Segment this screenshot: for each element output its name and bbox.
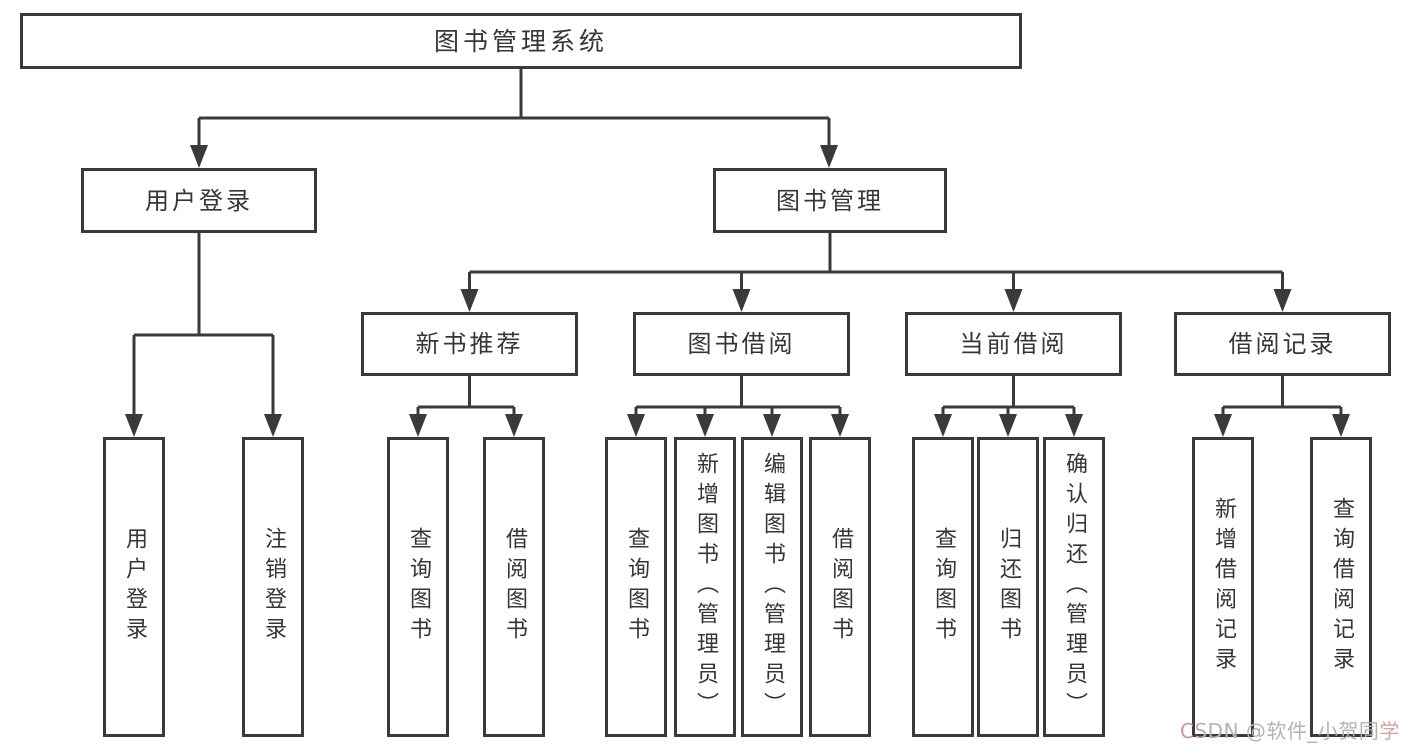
leaf-query-books-borrowing: 查询图书 xyxy=(605,437,667,737)
node-label: 图书管理系统 xyxy=(433,26,608,56)
watermark-text-first: C xyxy=(1180,719,1195,743)
node-label: 编辑图书（管理员） xyxy=(760,452,785,722)
leaf-confirm-return-admin: 确认归还（管理员） xyxy=(1043,437,1105,737)
leaf-logout: 注销登录 xyxy=(242,437,304,737)
leaf-add-books-admin: 新增图书（管理员） xyxy=(674,437,736,737)
node-label: 借阅图书 xyxy=(828,527,853,647)
node-current-borrowing: 当前借阅 xyxy=(905,312,1122,376)
node-new-book-recommend: 新书推荐 xyxy=(361,312,578,376)
node-label: 查询图书 xyxy=(406,527,431,647)
node-label: 新增图书（管理员） xyxy=(693,452,718,722)
leaf-add-borrow-record: 新增借阅记录 xyxy=(1192,437,1254,737)
node-label: 用户登录 xyxy=(145,186,253,215)
node-root-library-system: 图书管理系统 xyxy=(20,13,1022,69)
node-label: 归还图书 xyxy=(996,527,1021,647)
node-borrowing-records: 借阅记录 xyxy=(1174,312,1391,376)
leaf-query-borrow-record: 查询借阅记录 xyxy=(1310,437,1372,737)
leaf-user-login: 用户登录 xyxy=(103,437,165,737)
node-user-login: 用户登录 xyxy=(81,168,317,233)
node-label: 查询借阅记录 xyxy=(1329,497,1354,677)
node-label: 图书管理 xyxy=(776,186,884,215)
node-label: 图书借阅 xyxy=(687,330,796,358)
node-label: 新增借阅记录 xyxy=(1211,497,1236,677)
node-label: 查询图书 xyxy=(624,527,649,647)
watermark-text-middle: SDN @软件_小贺同 xyxy=(1194,719,1380,743)
leaf-edit-books-admin: 编辑图书（管理员） xyxy=(741,437,803,737)
node-label: 用户登录 xyxy=(122,527,147,647)
leaf-query-books-current: 查询图书 xyxy=(912,437,974,737)
leaf-borrow-books: 借阅图书 xyxy=(809,437,871,737)
leaf-query-books-recommend: 查询图书 xyxy=(387,437,449,737)
node-label: 借阅图书 xyxy=(502,527,527,647)
watermark-text-last: 学 xyxy=(1379,719,1400,743)
node-label: 新书推荐 xyxy=(415,330,524,358)
node-label: 确认归还（管理员） xyxy=(1062,452,1087,722)
node-label: 查询图书 xyxy=(931,527,956,647)
node-book-borrowing: 图书借阅 xyxy=(633,312,850,376)
node-book-management: 图书管理 xyxy=(713,168,947,233)
node-label: 当前借阅 xyxy=(959,330,1068,358)
csdn-watermark: CSDN @软件_小贺同学 xyxy=(1180,715,1400,744)
node-label: 借阅记录 xyxy=(1228,330,1337,358)
node-label: 注销登录 xyxy=(261,527,286,647)
leaf-borrow-books-recommend: 借阅图书 xyxy=(483,437,545,737)
leaf-return-books: 归还图书 xyxy=(977,437,1039,737)
